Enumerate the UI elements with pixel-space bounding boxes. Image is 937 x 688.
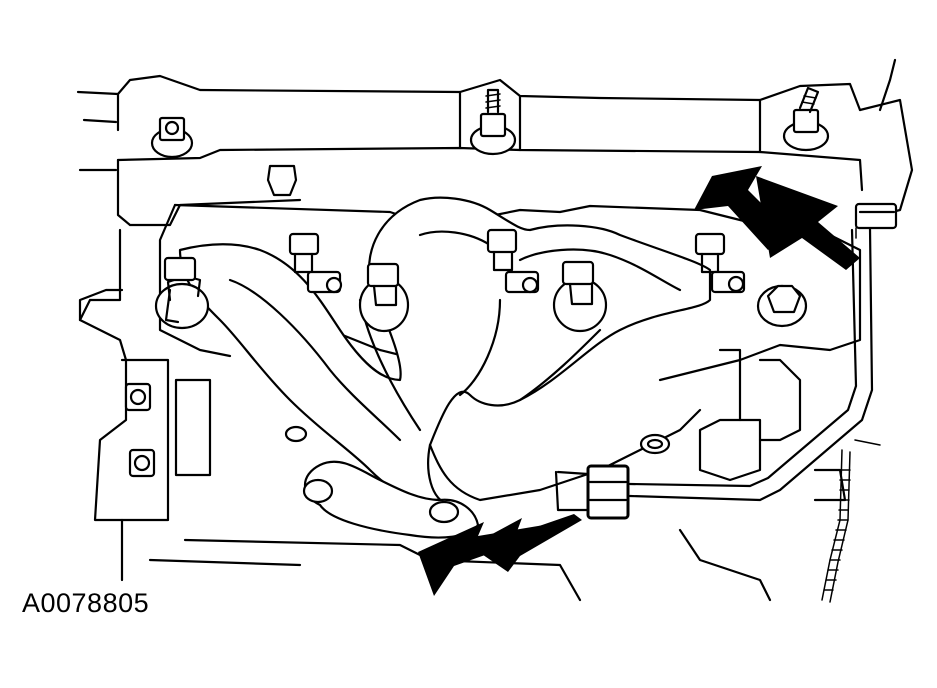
arrow-lower bbox=[418, 514, 582, 596]
manifold-nut-4 bbox=[486, 228, 540, 294]
stud-right bbox=[782, 86, 830, 152]
egr-tube bbox=[628, 202, 898, 502]
manifold-nut-3 bbox=[358, 262, 410, 333]
stud-left bbox=[150, 116, 194, 159]
manifold-nut-1 bbox=[154, 256, 210, 330]
egr-tube-fitting bbox=[554, 464, 630, 520]
manifold-nut-6 bbox=[694, 232, 746, 294]
exhaust-manifold bbox=[178, 196, 712, 507]
engine-block bbox=[76, 58, 914, 602]
manifold-nut-5 bbox=[552, 260, 608, 333]
manifold-nut-2 bbox=[288, 232, 343, 294]
manifold-outlet-flange bbox=[284, 425, 671, 539]
figure-code: A0078805 bbox=[22, 588, 150, 618]
block-bolt-right bbox=[756, 284, 808, 328]
manifold-studs bbox=[154, 228, 808, 333]
heat-shield-studs bbox=[150, 86, 830, 197]
wiring-harness bbox=[821, 449, 851, 603]
stud-center bbox=[469, 88, 517, 156]
arrow-upper-right bbox=[694, 166, 860, 270]
block-mount-nuts bbox=[124, 382, 156, 478]
